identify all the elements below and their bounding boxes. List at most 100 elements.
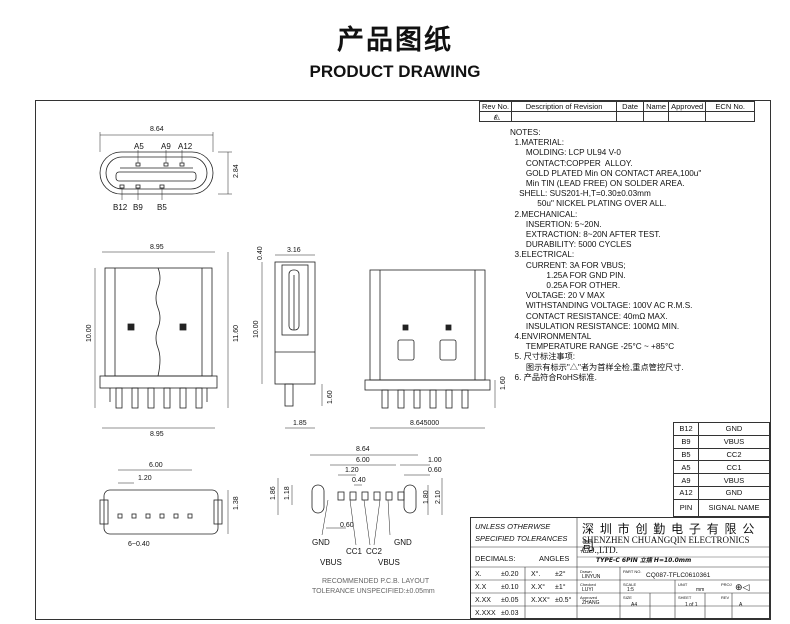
tb-tol-1-0: X.X (475, 584, 487, 591)
page-title-en: PRODUCT DRAWING (309, 62, 481, 81)
notes-line: EXTRACTION: 8~20N AFTER TEST. (510, 230, 661, 240)
tb-rev: A (739, 602, 743, 608)
dim-front-width-top: 8.95 (150, 244, 164, 251)
bottom-view (99, 469, 229, 535)
notes-line: CURRENT: 3A FOR VBUS; (510, 260, 626, 270)
notes-line: 图示有标示"△"者为首样全检,重点管控尺寸. (510, 362, 684, 372)
dim-bot-side: 1.38 (233, 496, 240, 510)
notes-line: 0.25A FOR OTHER. (510, 281, 621, 291)
pcb-caption-1: RECOMMENDED P.C.B. LAYOUT (322, 578, 430, 585)
rev-mark: △A (478, 111, 513, 122)
notes-line: CONTACT RESISTANCE: 40mΩ MAX. (510, 311, 668, 321)
title-block-grid (470, 517, 770, 619)
notes-line: 50u" NICKEL PLATING OVER ALL. (510, 199, 667, 209)
drawing-frame (35, 100, 771, 620)
dim-front-width-bot: 8.95 (150, 431, 164, 438)
notes-line: 4.ENVIRONMENTAL (510, 332, 592, 342)
tb-sheet: 1 of 1 (685, 602, 698, 608)
tb-size: A4 (631, 602, 638, 608)
tb-drawn: LINYUN (582, 574, 601, 580)
tb-tol-2-0: X.XX (475, 597, 491, 604)
pin-signal: SIGNAL NAME (698, 498, 770, 517)
page-title-cn: 产品图纸 (337, 25, 453, 56)
dim-pcb-r2: 0.60 (428, 467, 442, 474)
notes-line: 1.MATERIAL: (510, 138, 564, 148)
dim-pcb-l2: 1.18 (284, 486, 291, 500)
dim-side-height: 10.00 (253, 320, 260, 338)
revision-table: Rev No. Description of Revision Date Nam… (478, 101, 756, 122)
notes-line: VOLTAGE: 20 V MAX (510, 291, 605, 301)
dim-top-height: 2.84 (233, 164, 240, 178)
tb-tol-0-0: X. (475, 571, 482, 578)
dim-pcb-w3: 1.20 (345, 467, 359, 474)
tb-tol-1-1: ±0.10 (501, 584, 519, 591)
pin-label-b9: B9 (133, 203, 143, 212)
tb-company-cn: 深 圳 市 创 勤 电 子 有 限 公 司 (582, 522, 756, 553)
dim-front-height2: 11.60 (233, 325, 240, 342)
dim-rear-width: 8.645000 (410, 420, 439, 427)
tb-checked-label: Checked (580, 582, 596, 587)
tb-sheet-label: SHEET (678, 595, 692, 600)
dim-bot-width: 6.00 (149, 462, 163, 469)
tb-size-label: SIZE (623, 595, 632, 600)
notes-line: WITHSTANDING VOLTAGE: 100V AC R.M.S. (510, 301, 693, 311)
dim-pcb-w2: 6.00 (356, 457, 370, 464)
side-view (261, 254, 323, 429)
pin-label-b12: B12 (113, 203, 128, 212)
tb-partno: CQ087-TFLC0610361 (646, 572, 711, 579)
tb-scale: 1:5 (627, 587, 634, 593)
dim-side-bottom: 1.85 (293, 420, 307, 427)
tb-approved: ZHANG (582, 600, 600, 606)
pcb-label-cc2: CC2 (366, 547, 383, 556)
tb-unit: mm (696, 587, 705, 593)
pcb-label-vbus2: VBUS (378, 558, 400, 567)
notes-block: NOTES: 1.MATERIAL: MOLDING: LCP UL94 V-0… (510, 128, 701, 383)
tb-rev-label: REV (721, 595, 730, 600)
tb-title: TYPE-C 6PIN 立插 H=10.0mm (596, 557, 692, 564)
notes-line: Min TIN (LEAD FREE) ON SOLDER AREA. (510, 179, 685, 189)
dim-top-width: 8.64 (150, 126, 164, 133)
tb-tol-2-3: ±0.5° (555, 597, 572, 604)
projection-symbol-icon: ⊕◁ (735, 583, 750, 593)
pcb-label-cc1: CC1 (346, 547, 363, 556)
tb-specified: SPECIFIED TOLERANCES (475, 534, 568, 543)
notes-line: MOLDING: LCP UL94 V-0 (510, 148, 621, 158)
dim-pcb-r1: 1.00 (428, 457, 442, 464)
notes-line: INSERTION: 5~20N. (510, 219, 602, 229)
notes-line: CONTACT:COPPER ALLOY. (510, 158, 633, 168)
pin-label-b5: B5 (157, 203, 167, 212)
dim-side-tail: 1.60 (327, 390, 334, 404)
tb-tol-2-2: X.XX° (531, 597, 550, 604)
top-view (99, 132, 232, 200)
pin-label-a12: A12 (178, 142, 193, 151)
tb-partno-label: PART NO. (623, 569, 642, 574)
dim-rear-tail: 1.60 (500, 376, 507, 390)
tb-tol-3-0: X.XXX (475, 610, 496, 617)
notes-line: DURABILITY: 5000 CYCLES (510, 240, 632, 250)
notes-line: TEMPERATURE RANGE -25°C ~ +85°C (510, 342, 675, 352)
dim-pcb-h2: 2.10 (435, 490, 442, 504)
pcb-label-vbus1: VBUS (320, 558, 342, 567)
tb-tol-2-1: ±0.05 (501, 597, 519, 604)
notes-line: 5. 尺寸标注事项: (510, 352, 576, 362)
dim-pcb-w4: 0.40 (352, 477, 366, 484)
tb-tol-3-1: ±0.03 (501, 610, 519, 617)
dim-pcb-w1: 8.64 (356, 446, 370, 453)
tb-approved-label: Approved (580, 595, 598, 600)
notes-line: 6. 产品符合RoHS标准. (510, 372, 597, 382)
pin-label-a9: A9 (161, 142, 171, 151)
tb-company-en: SHENZHEN CHUANGQIN ELECTRONICS CO.,LTD. (582, 535, 750, 555)
tb-tol-0-2: X°. (531, 571, 541, 578)
dim-pcb-l1: 1.86 (270, 486, 277, 500)
dim-front-height: 10.00 (86, 324, 93, 342)
title-block: UNLESS OTHERWSE SPECIFIED TOLERANCES 深 圳… (470, 517, 770, 619)
dim-pcb-h1: 1.80 (423, 490, 430, 504)
tb-tol-0-1: ±0.20 (501, 571, 519, 578)
notes-line: GOLD PLATED Min ON CONTACT AREA,100u" (510, 168, 702, 178)
